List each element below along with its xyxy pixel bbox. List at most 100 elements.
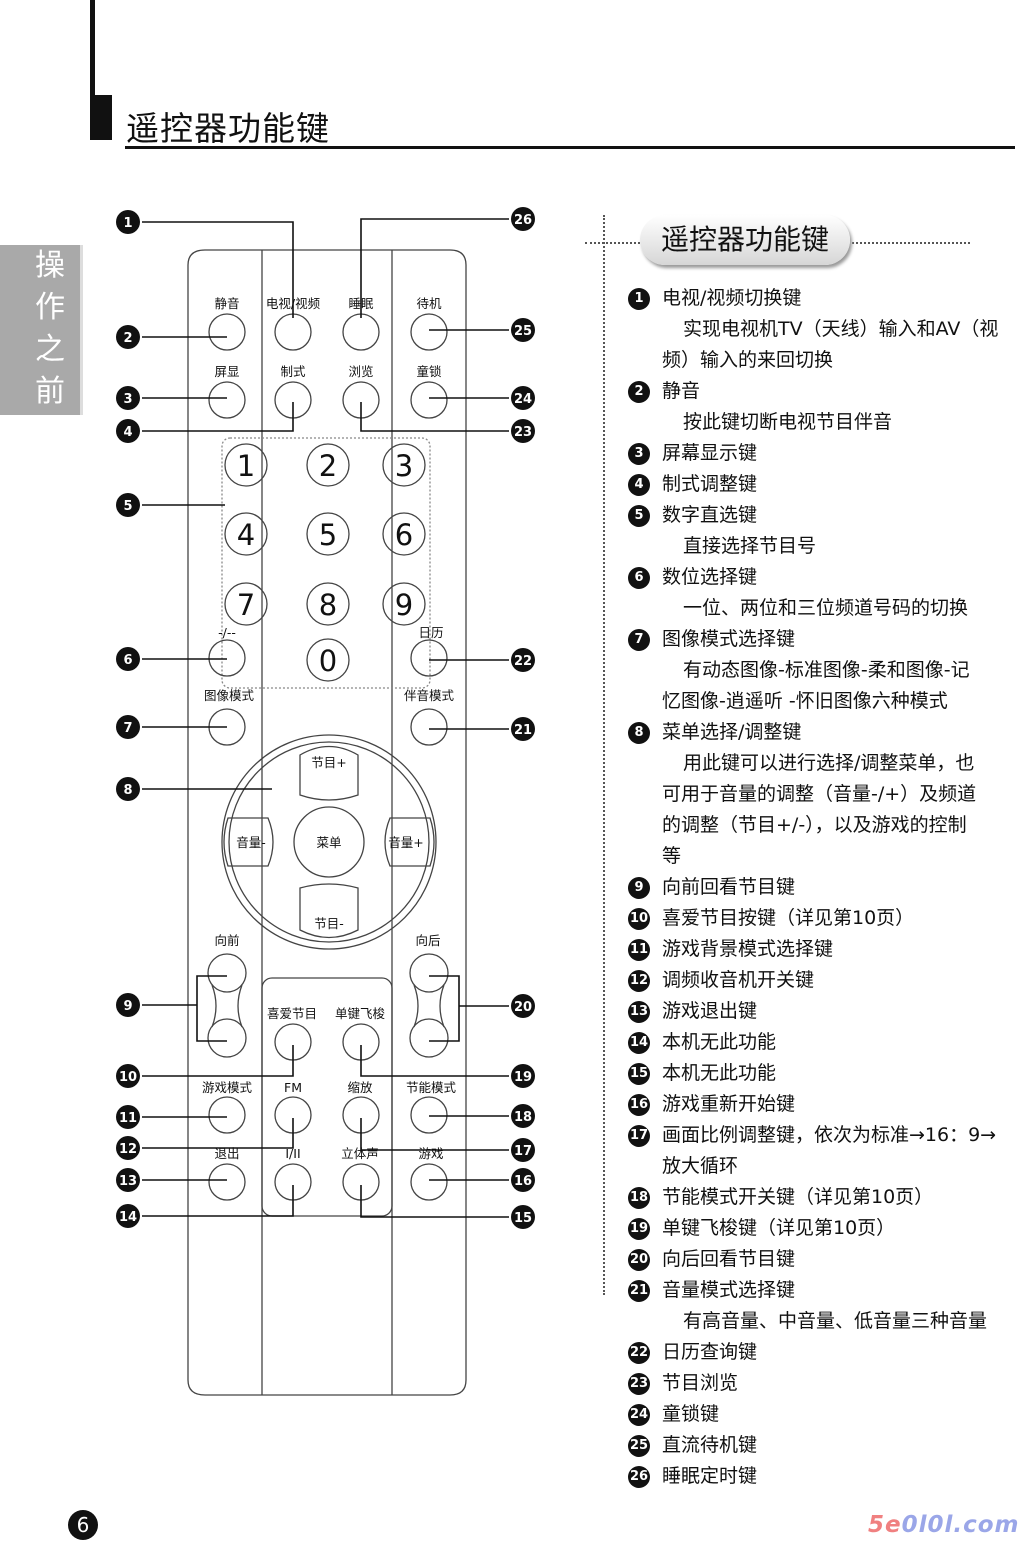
item-description: 按此键切断电视节目伴音 (628, 407, 1023, 438)
label-back: 向后 (415, 933, 440, 948)
callout-badge (511, 1168, 535, 1192)
label-eco-mode: 节能模式 (406, 1080, 457, 1095)
remote-body (187, 249, 467, 1396)
label-zoom: 缩放 (347, 1080, 373, 1095)
label-prog-up: 节目+ (311, 755, 346, 770)
item-number-badge: 15 (628, 1062, 650, 1085)
callout-number: 6 (123, 653, 132, 668)
callout-number: 15 (514, 1211, 532, 1226)
callout-badge (511, 1138, 535, 1162)
callout-number: 12 (119, 1142, 137, 1157)
callout-badge (511, 318, 535, 342)
callout-number: 3 (123, 392, 132, 407)
callout-badge (116, 386, 140, 410)
callout-number: 8 (123, 783, 132, 798)
list-item: 13 游戏退出键 (628, 996, 1023, 1027)
callout-badge (511, 386, 535, 410)
heading-dots-left (585, 242, 640, 244)
item-number-badge: 3 (628, 442, 650, 465)
callout-number: 11 (119, 1111, 137, 1126)
item-number-badge: 4 (628, 473, 650, 496)
description-line: 等 (662, 845, 682, 867)
label-calendar: 日历 (418, 625, 443, 640)
digit-4: 4 (237, 518, 255, 552)
side-tab-char: 之 (35, 332, 65, 367)
digit-3: 3 (395, 449, 413, 483)
item-title: 睡眠定时键 (662, 1465, 758, 1487)
callout-badge (116, 493, 140, 517)
item-number-badge: 20 (628, 1248, 650, 1271)
side-tab-char: 操 (35, 248, 65, 283)
label-vol-up: 音量+ (388, 835, 423, 850)
label-stereo: 立体声 (341, 1146, 379, 1161)
callout-number: 18 (514, 1110, 532, 1125)
callout-number: 21 (514, 723, 532, 738)
header-rule (125, 146, 1015, 149)
callout-number: 14 (119, 1210, 137, 1225)
callout-badge (116, 1204, 140, 1228)
callout-badge (116, 419, 140, 443)
label-sound-mode: 伴音模式 (404, 688, 455, 703)
item-number-badge: 10 (628, 907, 650, 930)
label-forward: 向前 (214, 933, 239, 948)
label-vol-down: 音量- (236, 835, 266, 850)
item-number-badge: 22 (628, 1341, 650, 1364)
item-title: 节能模式开关键（详见第10页） (662, 1186, 934, 1208)
callout-number: 10 (119, 1070, 137, 1085)
item-title: 数字直选键 (662, 504, 758, 526)
page-number: 6 (68, 1510, 98, 1540)
item-number-badge: 7 (628, 628, 650, 651)
item-title: 图像模式选择键 (662, 628, 796, 650)
callout-number: 2 (123, 331, 132, 346)
callout-number: 5 (123, 499, 132, 514)
label-sleep: 睡眠 (348, 296, 374, 311)
heading-dots-right (852, 242, 970, 244)
item-title: 菜单选择/调整键 (662, 721, 802, 743)
item-number-badge: 9 (628, 876, 650, 899)
item-number-badge: 24 (628, 1403, 650, 1426)
item-number-badge: 16 (628, 1093, 650, 1116)
item-number-badge: 13 (628, 1000, 650, 1023)
item-number-badge: 21 (628, 1279, 650, 1302)
label-standby: 待机 (416, 296, 442, 311)
item-number-badge: 19 (628, 1217, 650, 1240)
callout-number: 9 (123, 999, 132, 1014)
callout-number: 22 (514, 654, 532, 669)
item-title: 调频收音机开关键 (662, 969, 815, 991)
description-line: 用此键可以进行选择/调整菜单，也 (683, 752, 975, 774)
digit-8: 8 (319, 588, 337, 622)
item-title: 日历查询键 (662, 1341, 758, 1363)
callout-number: 25 (514, 324, 532, 339)
item-title: 直流待机键 (662, 1434, 758, 1456)
digit-2: 2 (319, 449, 337, 483)
item-number-badge: 17 (628, 1124, 650, 1147)
label-tv-av: 电视/视频 (266, 296, 321, 311)
header-bar (90, 0, 95, 140)
buttons (207, 313, 449, 1201)
button-labels: 静音 电视/视频 睡眠 待机 屏显 制式 浏览 童锁 -/-- 日历 图像模式 … (202, 296, 457, 1161)
description-line: 有高音量、中音量、低音量三种音量 (683, 1310, 988, 1332)
item-title: 向前回看节目键 (662, 876, 796, 898)
digit-9: 9 (395, 588, 413, 622)
description-line: 有动态图像-标准图像-柔和图像-记 (683, 659, 970, 681)
callout-badge (511, 717, 535, 741)
callout-badge (511, 1205, 535, 1229)
callout-badge (116, 1105, 140, 1129)
item-title: 本机无此功能 (662, 1062, 777, 1084)
label-picture-mode: 图像模式 (204, 688, 255, 703)
digit-1: 1 (237, 449, 255, 483)
item-title: 数位选择键 (662, 566, 758, 588)
callout-number: 13 (119, 1174, 137, 1189)
item-title: 游戏退出键 (662, 1000, 758, 1022)
